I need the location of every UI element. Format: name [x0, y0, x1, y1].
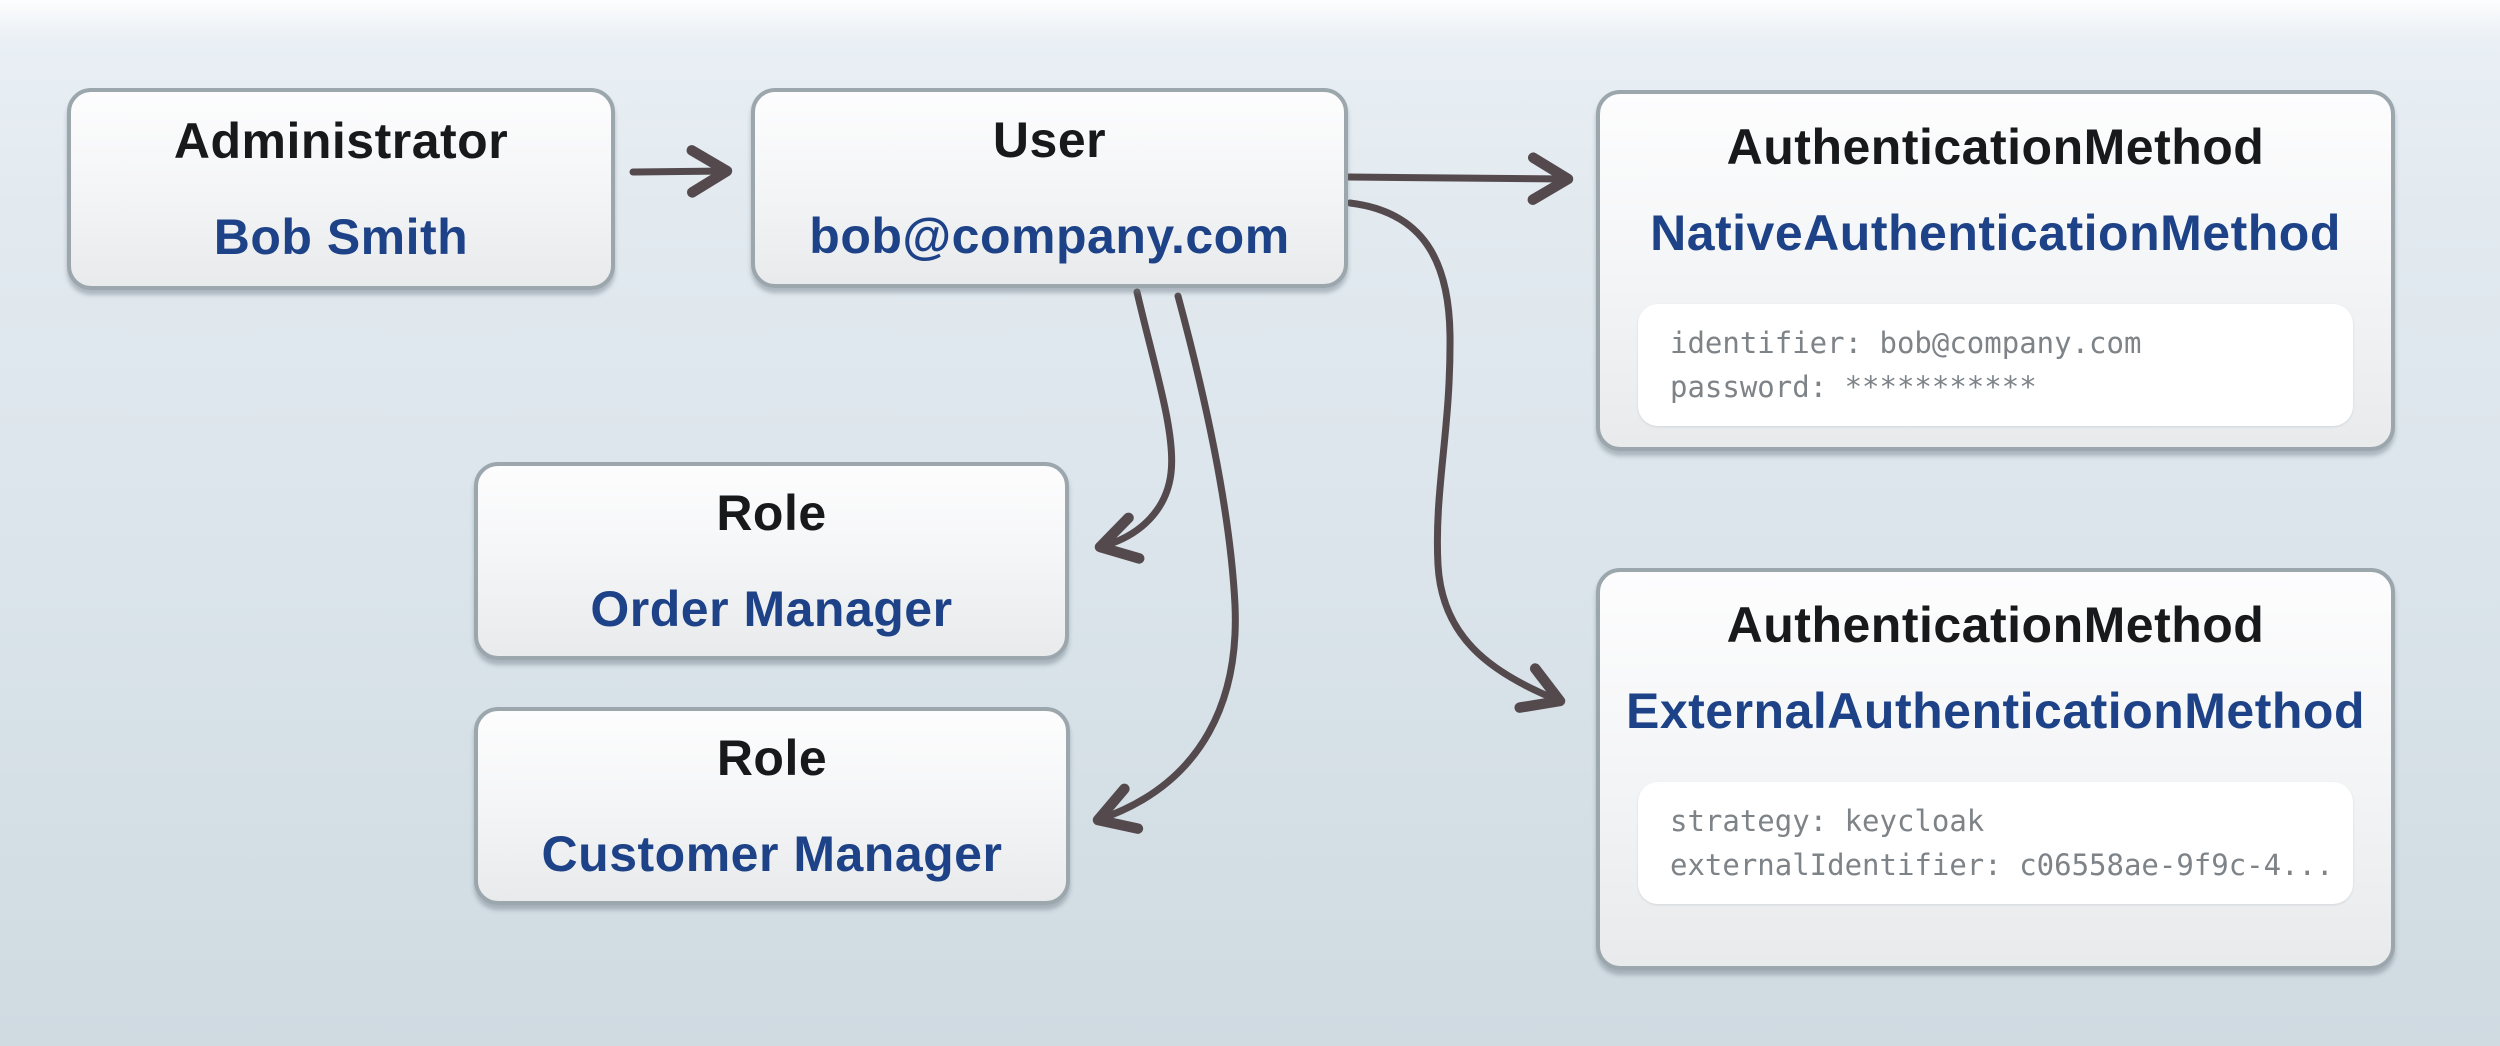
node-user: User bob@company.com	[751, 88, 1348, 288]
edge-user-to-role-customer	[1092, 292, 1239, 834]
node-user-name: bob@company.com	[809, 208, 1290, 264]
node-role-customer: Role Customer Manager	[474, 707, 1070, 905]
node-native-auth-type: AuthenticationMethod	[1726, 119, 2265, 175]
edge-user-to-role-order	[1094, 288, 1176, 564]
property-password: password: ***********	[1670, 370, 2037, 404]
edge-user-to-external-auth	[1346, 199, 1566, 713]
node-role-order-type: Role	[716, 485, 827, 541]
edge-user-to-native-auth	[1345, 152, 1574, 205]
node-role-customer-type: Role	[716, 730, 828, 786]
node-external-auth: AuthenticationMethod ExternalAuthenticat…	[1596, 568, 2395, 970]
property-strategy: strategy: keycloak	[1670, 804, 1985, 838]
node-external-auth-name: ExternalAuthenticationMethod	[1625, 683, 2366, 739]
property-external-identifier: externalIdentifier: c06558ae-9f9c-4...	[1670, 848, 2334, 882]
node-external-auth-properties: strategy: keycloak externalIdentifier: c…	[1638, 782, 2353, 904]
node-administrator-name: Bob Smith	[213, 209, 469, 265]
edge-administrator-to-user	[629, 145, 733, 198]
property-identifier: identifier: bob@company.com	[1670, 326, 2142, 360]
node-administrator-type: Administrator	[173, 113, 509, 169]
node-native-auth-properties: identifier: bob@company.com password: **…	[1638, 304, 2353, 426]
node-native-auth-name: NativeAuthenticationMethod	[1650, 205, 2341, 261]
node-role-order-name: Order Manager	[590, 581, 953, 637]
node-role-order: Role Order Manager	[474, 462, 1069, 660]
node-administrator: Administrator Bob Smith	[67, 88, 615, 290]
node-external-auth-type: AuthenticationMethod	[1726, 597, 2265, 653]
node-role-customer-name: Customer Manager	[541, 826, 1003, 882]
node-user-type: User	[992, 112, 1107, 168]
node-native-auth: AuthenticationMethod NativeAuthenticatio…	[1596, 90, 2395, 451]
